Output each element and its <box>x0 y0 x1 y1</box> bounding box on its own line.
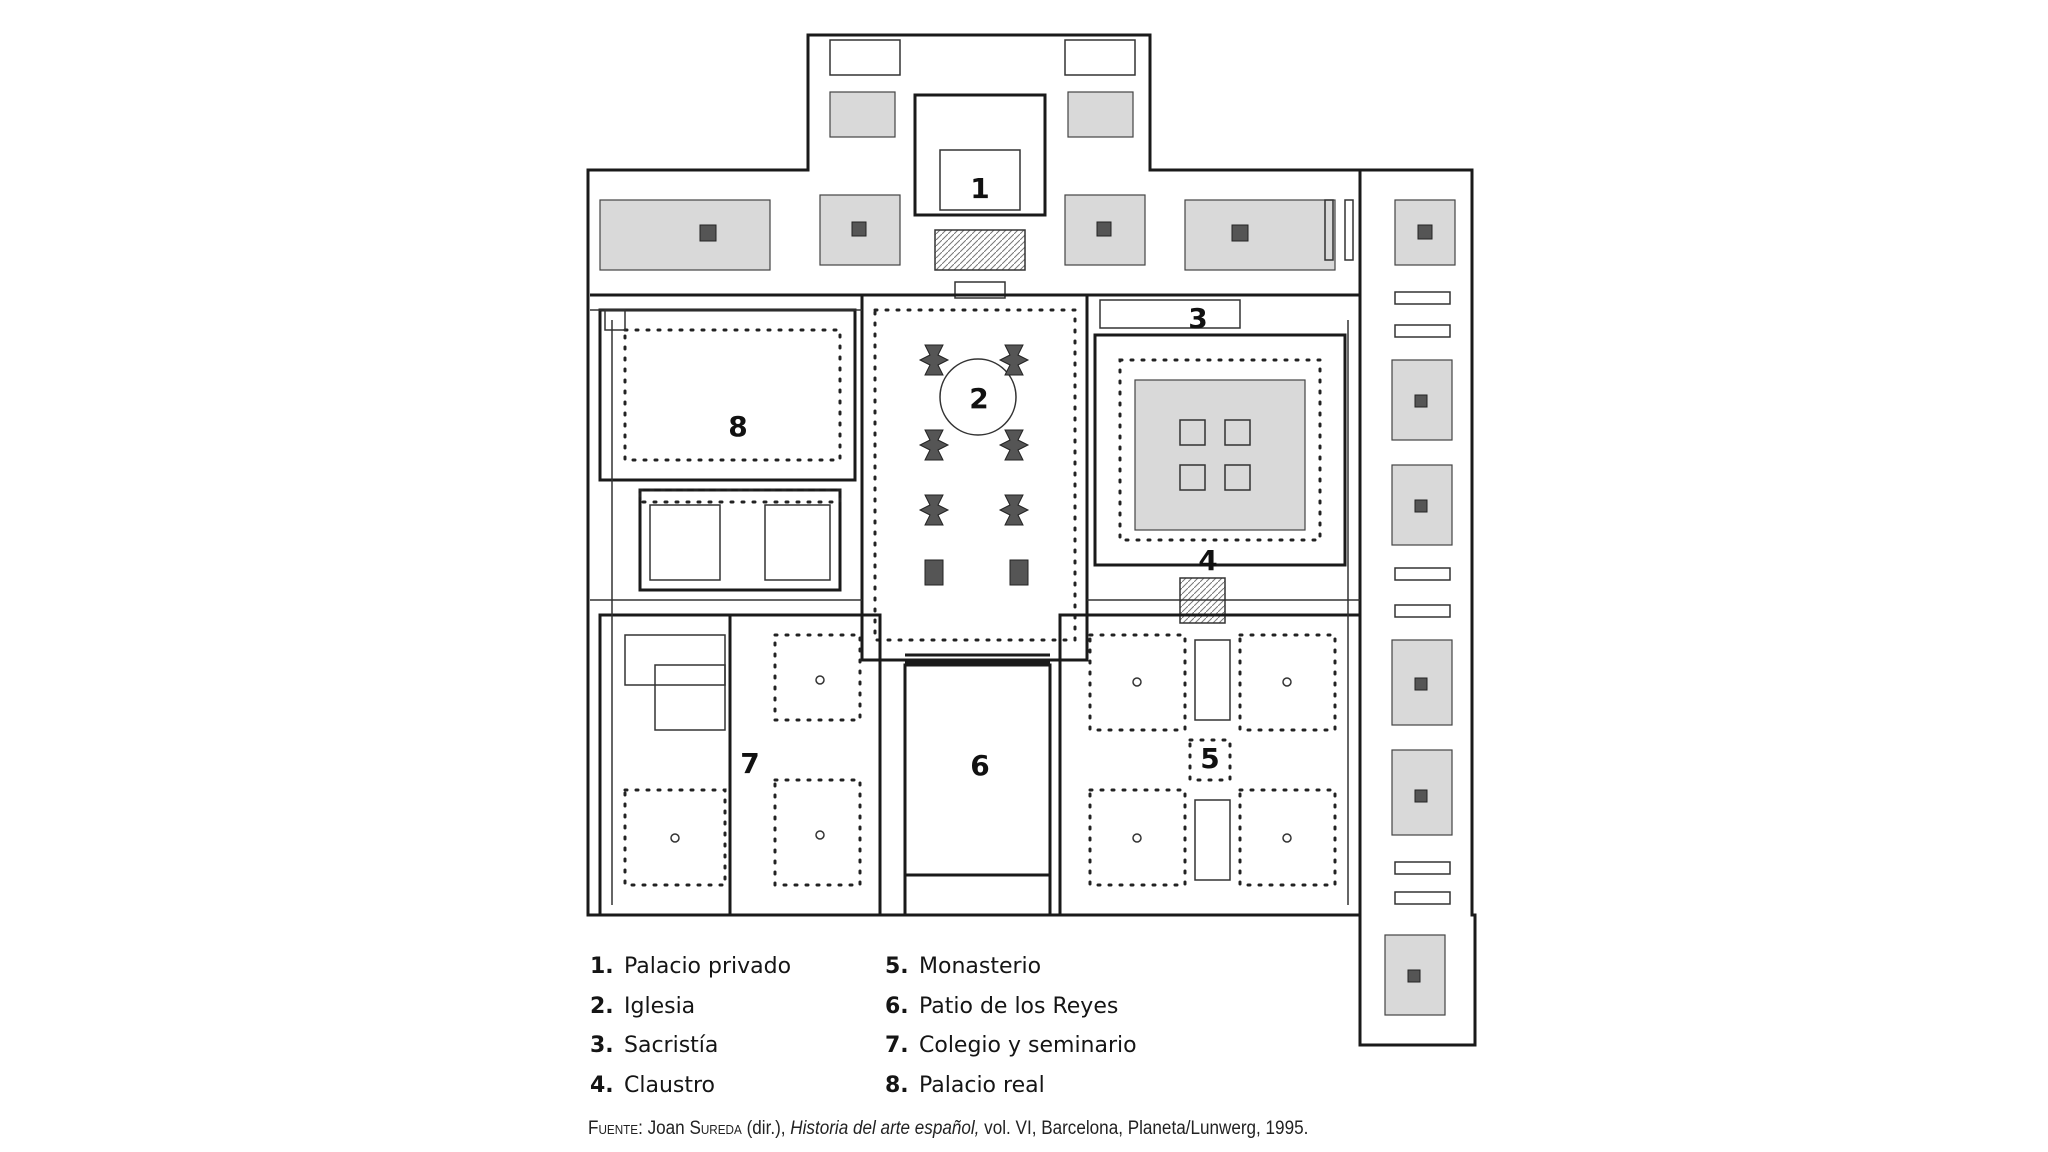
source-editor: (dir.), <box>746 1118 786 1139</box>
royal-palace <box>598 308 857 592</box>
legend-item-5: 5.Monasterio <box>885 954 1042 979</box>
source-author-first: Joan <box>647 1118 685 1139</box>
marker-7: 7 <box>740 747 759 780</box>
gardens-east <box>1384 291 1453 1016</box>
source-rest: vol. VI, Barcelona, Planeta/Lunwerg, 199… <box>984 1118 1309 1139</box>
marker-3: 3 <box>1188 302 1207 335</box>
college <box>598 613 882 917</box>
legend-item-4: 4.Claustro <box>590 1073 716 1098</box>
plan-markers: 1 2 3 4 5 6 7 8 <box>728 172 1219 782</box>
source-citation: Fuente: Joan Sureda (dir.), Historia del… <box>588 1118 1308 1140</box>
marker-2: 2 <box>969 382 988 415</box>
marker-5: 5 <box>1200 742 1219 775</box>
source-prefix: Fuente: <box>588 1118 643 1139</box>
marker-1: 1 <box>970 172 989 205</box>
legend-item-3: 3.Sacristía <box>590 1033 719 1058</box>
legend-item-7: 7.Colegio y seminario <box>885 1033 1137 1058</box>
legend-item-2: 2.Iglesia <box>590 994 696 1019</box>
marker-8: 8 <box>728 410 747 443</box>
source-title: Historia del arte español, <box>790 1118 980 1139</box>
gardens-north <box>599 39 1456 299</box>
legend-item-8: 8.Palacio real <box>885 1073 1045 1098</box>
partitions <box>590 309 1360 905</box>
monastery <box>1058 613 1362 917</box>
marker-6: 6 <box>970 749 989 782</box>
legend-item-1: 1.Palacio privado <box>590 954 792 979</box>
marker-4: 4 <box>1198 544 1217 577</box>
church <box>860 293 1089 664</box>
legend-item-6: 6.Patio de los Reyes <box>885 994 1119 1019</box>
courtyard-kings <box>903 663 1052 917</box>
source-author-last: Sureda <box>689 1118 742 1139</box>
